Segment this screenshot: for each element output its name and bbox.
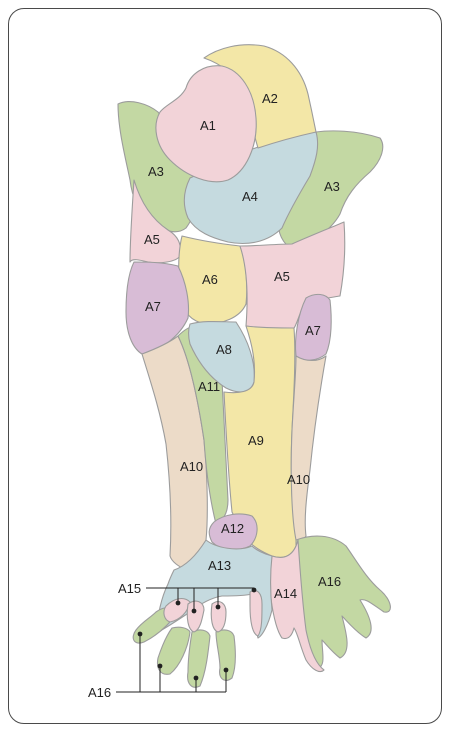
label-a5-left: A5 — [144, 232, 160, 247]
label-a5-right: A5 — [274, 269, 290, 284]
a16-marker — [194, 676, 199, 681]
label-a1: A1 — [200, 118, 216, 133]
label-a15: A15 — [118, 581, 141, 596]
a15-marker — [192, 609, 197, 614]
label-a10-right: A10 — [287, 472, 310, 487]
label-a8: A8 — [216, 342, 232, 357]
label-a7-left: A7 — [145, 299, 161, 314]
a16-marker — [224, 668, 229, 673]
label-a12: A12 — [221, 521, 244, 536]
label-a13: A13 — [208, 558, 231, 573]
finger-2 — [158, 627, 191, 674]
label-a14: A14 — [274, 586, 297, 601]
label-a16-callout: A16 — [88, 685, 111, 700]
finger-3 — [188, 630, 210, 687]
fingertip-2 — [187, 601, 204, 632]
label-a3-right: A3 — [324, 179, 340, 194]
label-a4: A4 — [242, 189, 258, 204]
fingertip-4 — [250, 591, 262, 636]
label-a11: A11 — [198, 379, 220, 394]
a15-marker — [252, 588, 257, 593]
label-a7-right: A7 — [305, 323, 321, 338]
label-a16-hand: A16 — [318, 574, 341, 589]
label-a6: A6 — [202, 272, 218, 287]
region-a10-right — [291, 356, 326, 541]
label-a10-left: A10 — [180, 459, 203, 474]
label-a3-left: A3 — [148, 164, 164, 179]
label-a2: A2 — [262, 91, 278, 106]
label-a9: A9 — [248, 433, 264, 448]
a15-marker — [176, 601, 181, 606]
a16-marker — [138, 632, 143, 637]
a15-marker — [216, 605, 221, 610]
a16-marker — [158, 664, 163, 669]
